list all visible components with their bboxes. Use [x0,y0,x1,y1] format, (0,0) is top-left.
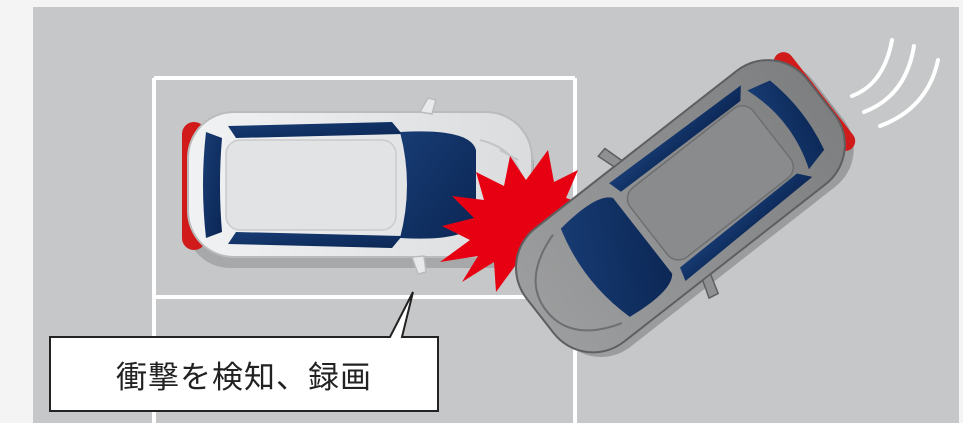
callout-box [49,291,439,412]
callout-label: 衝撃を検知、録画 [116,359,372,396]
sound-waves-icon [850,38,940,128]
moving-grey-car [515,52,856,358]
